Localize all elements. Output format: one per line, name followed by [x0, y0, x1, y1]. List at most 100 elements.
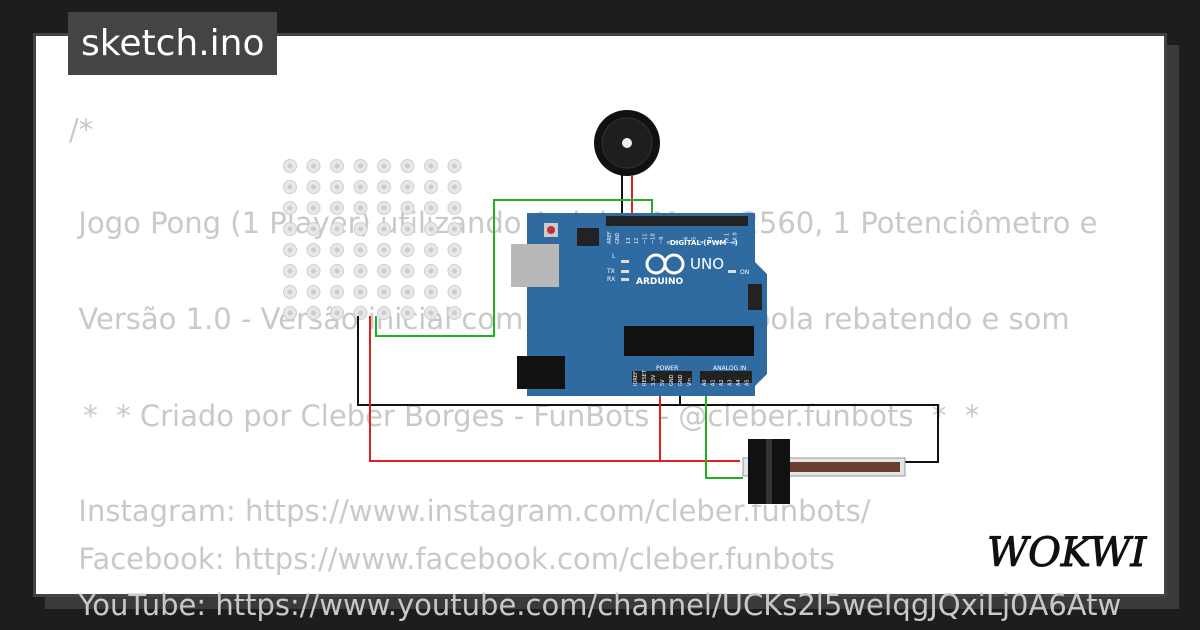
- led-dot-core: [428, 268, 434, 274]
- led-dot-core: [358, 289, 363, 295]
- led-dot-core: [405, 289, 410, 295]
- power-pin-label: 5V: [660, 379, 666, 386]
- led-rx-label: RX: [607, 276, 615, 283]
- led-dot-core: [381, 310, 387, 316]
- led-dot-core: [358, 310, 363, 316]
- led-dot-core: [405, 268, 410, 274]
- digital-pin-label: TX 1: [724, 233, 730, 245]
- pin-label-gnd: GND: [615, 232, 621, 244]
- digital-pin-label: ~10: [651, 233, 657, 244]
- board-brand: ARDUINO: [636, 277, 684, 287]
- code-line: Versão 1.0 - Versão inicial com moviment…: [78, 302, 1070, 336]
- code-line: /*: [69, 113, 94, 147]
- led-dot-core: [334, 289, 340, 295]
- power-pin-label: IOREF: [633, 371, 639, 386]
- digital-pin-label: ~6: [683, 237, 689, 244]
- digital-pin-label: ~9: [659, 237, 665, 244]
- led-dot-core: [334, 226, 340, 232]
- led-dot-core: [405, 205, 410, 211]
- digital-pin-label: RX 0: [733, 232, 739, 244]
- led-dot-core: [358, 184, 363, 190]
- led-dot-core: [358, 205, 363, 211]
- led-dot-core: [334, 184, 340, 190]
- led-dot-core: [452, 268, 457, 274]
- led-dot-core: [452, 310, 457, 316]
- led-dot-core: [334, 205, 340, 211]
- led-dot-core: [428, 163, 434, 169]
- led-dot-core: [358, 247, 363, 253]
- led-dot-core: [287, 226, 293, 232]
- led-dot-core: [405, 247, 410, 253]
- led-dot-core: [311, 268, 316, 274]
- analog-pin-label: A4: [736, 379, 742, 386]
- digital-label: DIGITAL (PWM ~): [670, 239, 738, 247]
- file-name-tab[interactable]: sketch.ino: [68, 12, 278, 75]
- power-pin-label: GND: [678, 374, 684, 386]
- led-dot-core: [311, 310, 316, 316]
- digital-pin-label: ~3: [708, 237, 714, 244]
- digital-pin-label: 7: [675, 241, 681, 244]
- arduino-uno-board[interactable]: UNO ARDUINO DIGITAL (PWM ~) POWER ANALOG…: [511, 213, 767, 396]
- digital-pin-label: 8: [667, 241, 673, 244]
- led-dot-core: [311, 163, 316, 169]
- analog-pin-label: A3: [728, 379, 734, 386]
- led-matrix[interactable]: [283, 159, 462, 320]
- slide-potentiometer[interactable]: [742, 439, 906, 504]
- led-on-label: ON: [740, 269, 749, 276]
- digital-pin-label: ~11: [642, 233, 648, 244]
- led-dot-core: [358, 163, 363, 169]
- led-dot-core: [381, 205, 387, 211]
- led-dot-core: [287, 163, 293, 169]
- code-line: Facebook: https://www.facebook.com/clebe…: [60, 542, 835, 576]
- analog-pin-label: A5: [745, 379, 751, 386]
- led-dot-core: [452, 289, 457, 295]
- led-dot-core: [311, 289, 316, 295]
- led-dot-core: [428, 205, 434, 211]
- digital-pin-label: 13: [626, 238, 632, 244]
- led-dot-core: [381, 184, 387, 190]
- power-pin-label: 3.3V: [651, 374, 657, 386]
- power-pin-label: Vin: [687, 378, 693, 386]
- led-dot-core: [428, 289, 434, 295]
- led-dot-core: [405, 184, 410, 190]
- power-pin-label: RESET: [642, 369, 648, 386]
- pin-label-aref: AREF: [607, 231, 613, 244]
- digital-pin-label: 4: [700, 241, 706, 244]
- led-dot-core: [452, 163, 457, 169]
- led-dot-core: [334, 310, 340, 316]
- led-dot-core: [428, 247, 434, 253]
- analog-label: ANALOG IN: [713, 365, 746, 372]
- led-dot-core: [405, 226, 410, 232]
- led-dot-core: [452, 205, 457, 211]
- led-dot-core: [358, 268, 363, 274]
- led-dot-core: [452, 247, 457, 253]
- led-dot-core: [311, 226, 316, 232]
- power-pin-label: GND: [669, 374, 675, 386]
- led-dot-core: [405, 310, 410, 316]
- buzzer[interactable]: [594, 110, 660, 222]
- led-dot-core: [381, 163, 387, 169]
- led-dot-core: [334, 247, 340, 253]
- led-l-label: L: [612, 253, 616, 260]
- led-dot-core: [311, 247, 316, 253]
- led-dot-core: [358, 226, 363, 232]
- led-dot-core: [287, 184, 293, 190]
- led-dot-core: [334, 163, 340, 169]
- led-dot-core: [428, 310, 434, 316]
- led-dot-core: [452, 226, 457, 232]
- led-dot-core: [381, 289, 387, 295]
- wokwi-logo: WOKWI: [987, 530, 1148, 577]
- led-dot-core: [287, 310, 293, 316]
- led-dot-core: [334, 268, 340, 274]
- led-dot-core: [405, 163, 410, 169]
- led-dot-core: [452, 184, 457, 190]
- led-dot-core: [287, 205, 293, 211]
- led-dot-core: [428, 184, 434, 190]
- led-dot-core: [428, 226, 434, 232]
- led-dot-core: [287, 268, 293, 274]
- digital-pin-label: 12: [634, 238, 640, 244]
